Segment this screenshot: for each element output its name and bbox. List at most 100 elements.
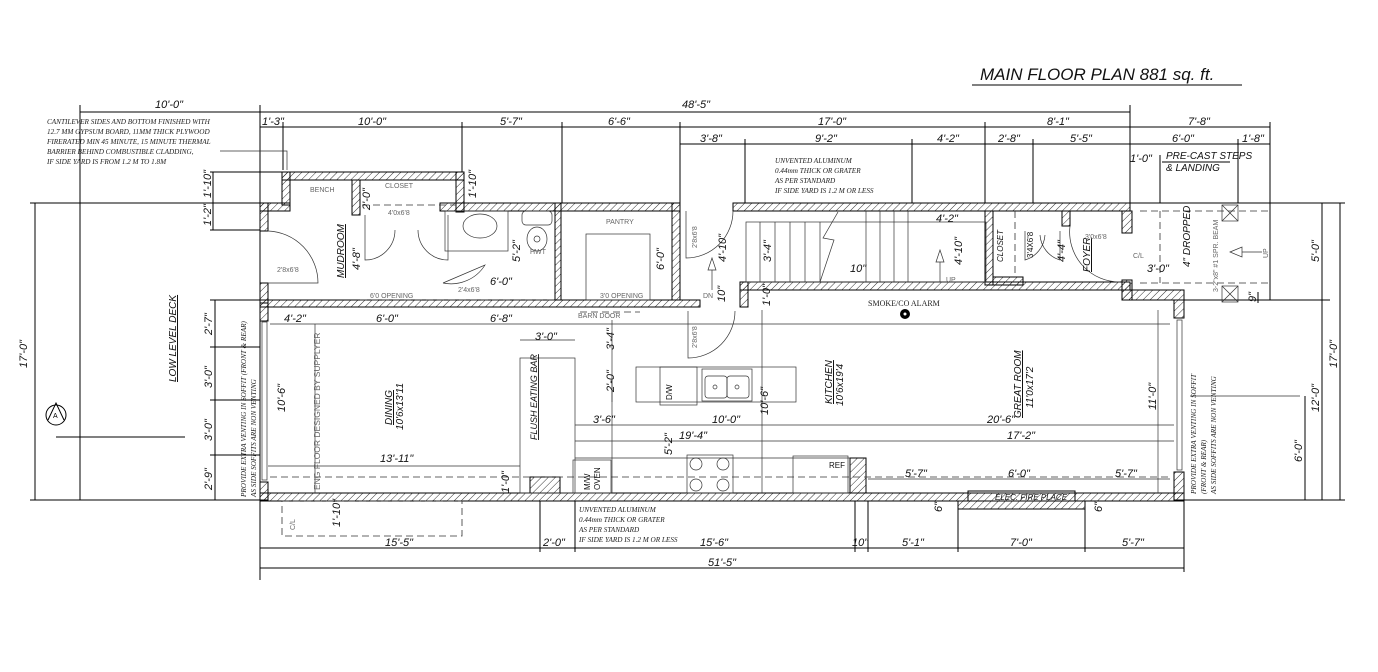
interior-lines xyxy=(270,202,1271,537)
left-dimension-lines xyxy=(30,171,282,501)
plan-label: AS SIDE SOFFITS ARE NON VENTING xyxy=(1210,375,1218,495)
plan-label: 6'-0" xyxy=(490,276,513,288)
plan-label: 0.44mm THICK OR GRATER xyxy=(579,516,665,524)
aluminum-note-bottom: UNVENTED ALUMINUM 0.44mm THICK OR GRATER… xyxy=(578,506,678,544)
dim: 15'-5" xyxy=(385,537,414,549)
kitchen-island xyxy=(635,366,797,406)
plan-label: BARN DOOR xyxy=(578,313,620,320)
dim: 1'-0" xyxy=(1130,153,1153,165)
plan-label: C/L xyxy=(1133,253,1144,260)
plan-label: UP xyxy=(1263,248,1270,258)
plan-label: UNVENTED ALUMINUM xyxy=(775,157,853,165)
dim: 1'-8" xyxy=(1242,133,1265,145)
plan-label: 5'-7" xyxy=(1115,468,1138,480)
plan-label: UNVENTED ALUMINUM xyxy=(579,506,657,514)
plan-label: 2'8x6'8 xyxy=(277,267,299,274)
plan-label: IF SIDE YARD IS FROM 1.2 M TO 1.8M xyxy=(46,158,167,166)
plan-label: 3'-4" xyxy=(605,327,617,350)
plan-label: 6'-0" xyxy=(376,313,399,325)
plan-label: HWT xyxy=(530,249,547,256)
interior-dimensions: 2'-0" 4'-8" 1'-10" 5'-2" 6'-0" 6'-0" 4'-… xyxy=(276,169,1170,527)
plan-label: ENG FLOOR DESIGNED BY SUPPLYER xyxy=(312,333,322,490)
flush-eating-bar xyxy=(519,339,576,494)
plan-label: A xyxy=(53,413,58,420)
dim: 10'-0" xyxy=(358,116,387,128)
dim: 9" xyxy=(1247,291,1259,302)
venting-note-left: PROVIDE EXTRA VENTING IN SOFFIT (FRONT &… xyxy=(240,321,258,498)
dim: 8'-1" xyxy=(1047,116,1070,128)
windows xyxy=(261,319,1183,481)
dim: 5'-5" xyxy=(1070,133,1093,145)
plan-label: 1'-0" xyxy=(761,283,773,306)
plan-label: 3'-0" xyxy=(1147,263,1170,275)
plan-label: M/W xyxy=(583,473,592,490)
plan-label: 2'-0" xyxy=(361,187,373,211)
north-arrow-icon: A xyxy=(45,401,67,426)
porch-posts xyxy=(1221,204,1262,303)
plan-label: D/W xyxy=(665,384,674,400)
aluminum-note-top: UNVENTED ALUMINUM 0.44mm THICK OR GRATER… xyxy=(774,157,874,195)
dim: 2'-9" xyxy=(203,467,215,491)
plan-label: 1'-0" xyxy=(500,470,512,493)
dim: 4'-2" xyxy=(937,133,960,145)
smoke-alarm-icon xyxy=(900,309,910,319)
plan-label: OVEN xyxy=(593,467,602,490)
plan-label: 2'8x6'8 xyxy=(692,226,699,248)
dim: 9'-2" xyxy=(815,133,838,145)
plan-label: AS PER STANDARD xyxy=(578,526,640,534)
plan-label: AS SIDE SOFFITS ARE NON VENTING xyxy=(250,378,258,498)
room-mudroom: MUDROOM xyxy=(336,223,347,278)
plan-label: 2'4x6'8 xyxy=(458,287,480,294)
plan-label: FIRERATED MIN 45 MINUTE, 15 MINUTE THERM… xyxy=(46,138,211,146)
plan-label: 10'-6" xyxy=(276,383,288,412)
plan-label: 5'-2" xyxy=(511,239,523,262)
dim: 2'-0" xyxy=(542,537,566,549)
plan-label: 4'-4" xyxy=(1056,239,1068,262)
plan-label: 0.44mm THICK OR GRATER xyxy=(775,167,861,175)
dim: 15'-6" xyxy=(700,537,729,549)
room-dining-size: 10'6x13'11 xyxy=(395,383,406,430)
room-great-room-size: 11'0x17'2 xyxy=(1025,366,1036,408)
plan-label: IF SIDE YARD IS 1.2 M OR LESS xyxy=(578,536,678,544)
plan-label: 6'0 OPENING xyxy=(370,293,413,300)
plan-label: 6" xyxy=(933,501,945,512)
plan-title: MAIN FLOOR PLAN 881 sq. ft. xyxy=(980,65,1214,84)
plan-label: 3'-4" xyxy=(762,239,774,262)
dim: 3'-0" xyxy=(203,365,215,388)
plan-label: CANTILEVER SIDES AND BOTTOM FINISHED WIT… xyxy=(47,118,211,126)
dropped-label: 4" DROPPED xyxy=(1182,206,1193,267)
plan-label: 4'-10" xyxy=(953,236,965,265)
plan-label: 1'-10" xyxy=(467,169,479,198)
plan-label: 2'-0" xyxy=(605,369,617,393)
doors xyxy=(267,210,1121,359)
plan-label: IF SIDE YARD IS 1.2 M OR LESS xyxy=(774,187,874,195)
plan-label: 3'-0" xyxy=(535,331,558,343)
plan-label: PROVIDE EXTRA VENTING IN SOFFIT xyxy=(1190,373,1198,495)
plan-label: 10" xyxy=(850,263,867,275)
plan-label: 2'8x6'8 xyxy=(692,326,699,348)
dim: 6'-0" xyxy=(1293,439,1305,462)
plan-label: 6" xyxy=(1093,501,1105,512)
plan-label: 4'-2" xyxy=(936,213,959,225)
dim: 3'-0" xyxy=(203,418,215,441)
plan-label: (FRONT & REAR) xyxy=(1200,439,1208,494)
dim: 5'-1" xyxy=(902,537,925,549)
plan-label: REF xyxy=(829,461,845,470)
venting-note-right: PROVIDE EXTRA VENTING IN SOFFIT (FRONT &… xyxy=(1190,373,1300,495)
plan-label: 10" xyxy=(716,285,728,302)
room-kitchen-size: 10'6x19'4 xyxy=(835,363,846,406)
plan-label: 5'-2" xyxy=(663,432,675,455)
plan-label: 12.7 MM GYPSUM BOARD, 11MM THICK PLYWOOD xyxy=(47,128,210,136)
fireplace xyxy=(967,490,1076,502)
plan-label: C/L xyxy=(290,519,297,530)
room-kitchen: KITCHEN xyxy=(824,359,835,404)
plan-label: 6'-0" xyxy=(1008,468,1031,480)
dim: 7'-8" xyxy=(1188,116,1211,128)
walls xyxy=(259,171,1185,510)
dim: 1'-10" xyxy=(202,169,214,198)
plan-label: 13'-11" xyxy=(380,453,414,465)
dim-overall-left: 10'-0" xyxy=(155,99,184,111)
dim: 7'-0" xyxy=(1010,537,1033,549)
plan-label: 3'0 OPENING xyxy=(600,293,643,300)
